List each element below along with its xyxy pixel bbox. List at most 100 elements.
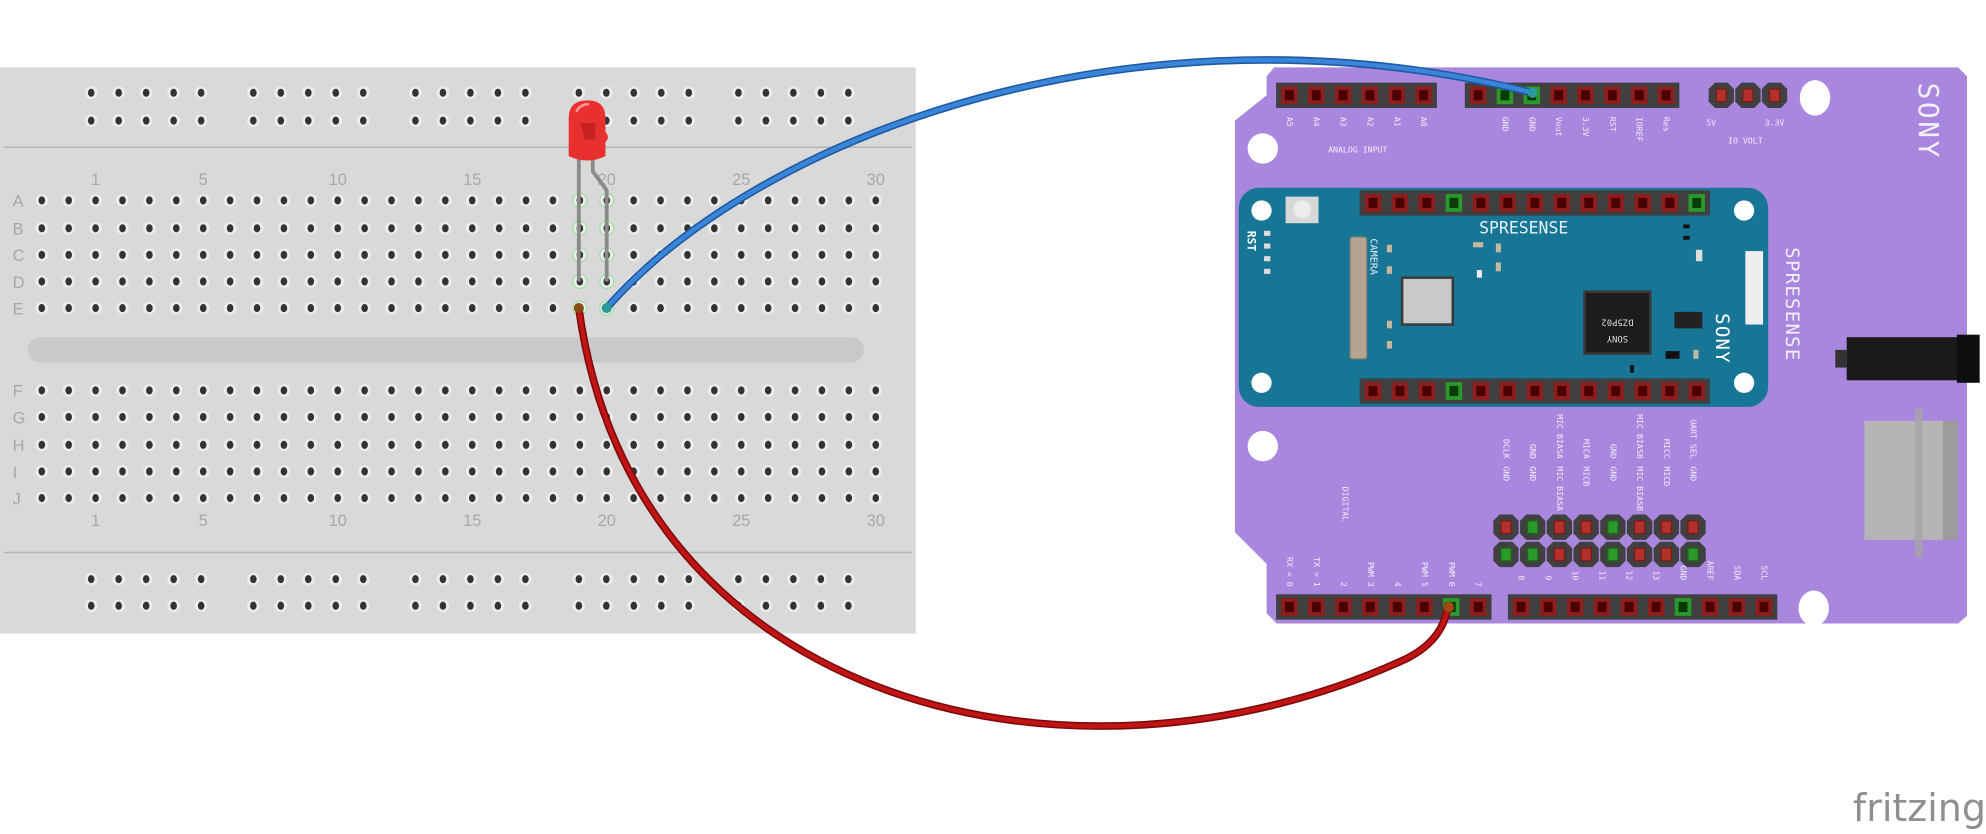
- breadboard-hole[interactable]: [657, 440, 664, 449]
- breadboard-hole[interactable]: [253, 412, 261, 422]
- breadboard-hole[interactable]: [199, 304, 207, 313]
- breadboard-hole[interactable]: [494, 575, 502, 584]
- breadboard-hole[interactable]: [226, 386, 234, 395]
- breadboard-hole[interactable]: [494, 88, 502, 97]
- breadboard-hole[interactable]: [872, 467, 880, 476]
- breadboard-hole[interactable]: [334, 467, 342, 476]
- breadboard-hole[interactable]: [359, 116, 367, 125]
- breadboard-hole[interactable]: [253, 224, 261, 233]
- breadboard-hole[interactable]: [711, 440, 718, 449]
- header-pin[interactable]: [1553, 520, 1566, 535]
- breadboard-hole[interactable]: [549, 224, 557, 233]
- breadboard-hole[interactable]: [280, 467, 288, 476]
- breadboard-hole[interactable]: [817, 601, 825, 610]
- breadboard-hole[interactable]: [818, 440, 826, 449]
- breadboard-hole[interactable]: [468, 277, 476, 286]
- breadboard-hole[interactable]: [684, 467, 691, 476]
- breadboard-hole[interactable]: [412, 575, 419, 584]
- breadboard-hole[interactable]: [845, 196, 853, 205]
- breadboard-hole[interactable]: [280, 304, 288, 313]
- breadboard-hole[interactable]: [38, 386, 46, 395]
- breadboard-hole[interactable]: [522, 250, 530, 259]
- breadboard-hole[interactable]: [790, 575, 797, 584]
- breadboard-hole[interactable]: [361, 467, 368, 476]
- breadboard-hole[interactable]: [65, 440, 72, 449]
- breadboard-hole[interactable]: [684, 412, 691, 422]
- breadboard-hole[interactable]: [711, 494, 718, 503]
- breadboard-hole[interactable]: [199, 386, 207, 395]
- breadboard-hole[interactable]: [467, 575, 474, 584]
- breadboard-hole[interactable]: [87, 601, 95, 610]
- breadboard-hole[interactable]: [764, 467, 772, 476]
- breadboard-hole[interactable]: [468, 494, 476, 503]
- breadboard-hole[interactable]: [173, 250, 180, 259]
- breadboard-hole[interactable]: [657, 196, 664, 205]
- breadboard-hole[interactable]: [630, 601, 638, 610]
- breadboard-hole[interactable]: [38, 196, 46, 205]
- breadboard-hole[interactable]: [253, 494, 261, 503]
- breadboard-hole[interactable]: [442, 304, 449, 313]
- breadboard-hole[interactable]: [226, 412, 234, 422]
- breadboard-hole[interactable]: [253, 277, 261, 286]
- breadboard-hole[interactable]: [146, 304, 153, 313]
- breadboard-hole[interactable]: [522, 494, 530, 503]
- breadboard-hole[interactable]: [146, 250, 153, 259]
- breadboard-hole[interactable]: [684, 304, 691, 313]
- breadboard-hole[interactable]: [685, 116, 693, 125]
- breadboard-hole[interactable]: [495, 494, 503, 503]
- breadboard-hole[interactable]: [388, 304, 395, 313]
- breadboard-hole[interactable]: [764, 386, 772, 395]
- blue-wire-gnd[interactable]: [604, 57, 1535, 311]
- breadboard-hole[interactable]: [173, 386, 180, 395]
- breadboard-hole[interactable]: [92, 440, 99, 449]
- breadboard-hole[interactable]: [334, 440, 342, 449]
- breadboard-hole[interactable]: [657, 575, 665, 584]
- breadboard-hole[interactable]: [142, 575, 150, 584]
- breadboard-hole[interactable]: [522, 116, 529, 125]
- breadboard-hole[interactable]: [280, 250, 288, 259]
- breadboard-hole[interactable]: [657, 304, 664, 313]
- breadboard-hole[interactable]: [65, 412, 72, 422]
- header-pin[interactable]: [1715, 88, 1727, 103]
- breadboard-hole[interactable]: [38, 440, 46, 449]
- breadboard-hole[interactable]: [334, 224, 342, 233]
- breadboard-hole[interactable]: [442, 196, 449, 205]
- breadboard-hole[interactable]: [199, 277, 207, 286]
- breadboard-hole[interactable]: [115, 575, 122, 584]
- breadboard-hole[interactable]: [280, 386, 288, 395]
- breadboard-hole[interactable]: [226, 467, 234, 476]
- breadboard-hole[interactable]: [685, 601, 693, 610]
- wire-endpoint[interactable]: [1527, 87, 1538, 98]
- breadboard-hole[interactable]: [522, 440, 530, 449]
- breadboard-hole[interactable]: [872, 494, 880, 503]
- breadboard-hole[interactable]: [280, 277, 288, 286]
- breadboard-hole[interactable]: [764, 277, 772, 286]
- breadboard-hole[interactable]: [119, 412, 126, 422]
- breadboard-hole[interactable]: [92, 224, 99, 233]
- breadboard-hole[interactable]: [630, 224, 637, 233]
- breadboard-hole[interactable]: [412, 601, 419, 610]
- breadboard-hole[interactable]: [791, 277, 799, 286]
- breadboard-hole[interactable]: [304, 601, 312, 610]
- breadboard-hole[interactable]: [250, 116, 257, 125]
- breadboard-hole[interactable]: [307, 494, 315, 503]
- breadboard-hole[interactable]: [468, 412, 476, 422]
- breadboard-hole[interactable]: [764, 412, 772, 422]
- breadboard-hole[interactable]: [388, 386, 395, 395]
- breadboard-hole[interactable]: [791, 224, 799, 233]
- breadboard-hole[interactable]: [845, 88, 852, 97]
- breadboard-hole[interactable]: [332, 601, 340, 610]
- breadboard-hole[interactable]: [253, 196, 261, 205]
- breadboard-hole[interactable]: [576, 440, 584, 449]
- breadboard-hole[interactable]: [818, 224, 826, 233]
- breadboard-hole[interactable]: [494, 116, 502, 125]
- breadboard-hole[interactable]: [576, 494, 584, 503]
- breadboard-hole[interactable]: [38, 277, 46, 286]
- breadboard-hole[interactable]: [764, 250, 772, 259]
- breadboard-hole[interactable]: [845, 494, 853, 503]
- breadboard-hole[interactable]: [603, 88, 610, 97]
- breadboard-hole[interactable]: [737, 386, 745, 395]
- breadboard-hole[interactable]: [630, 196, 637, 205]
- breadboard-hole[interactable]: [791, 196, 799, 205]
- breadboard-hole[interactable]: [549, 250, 557, 259]
